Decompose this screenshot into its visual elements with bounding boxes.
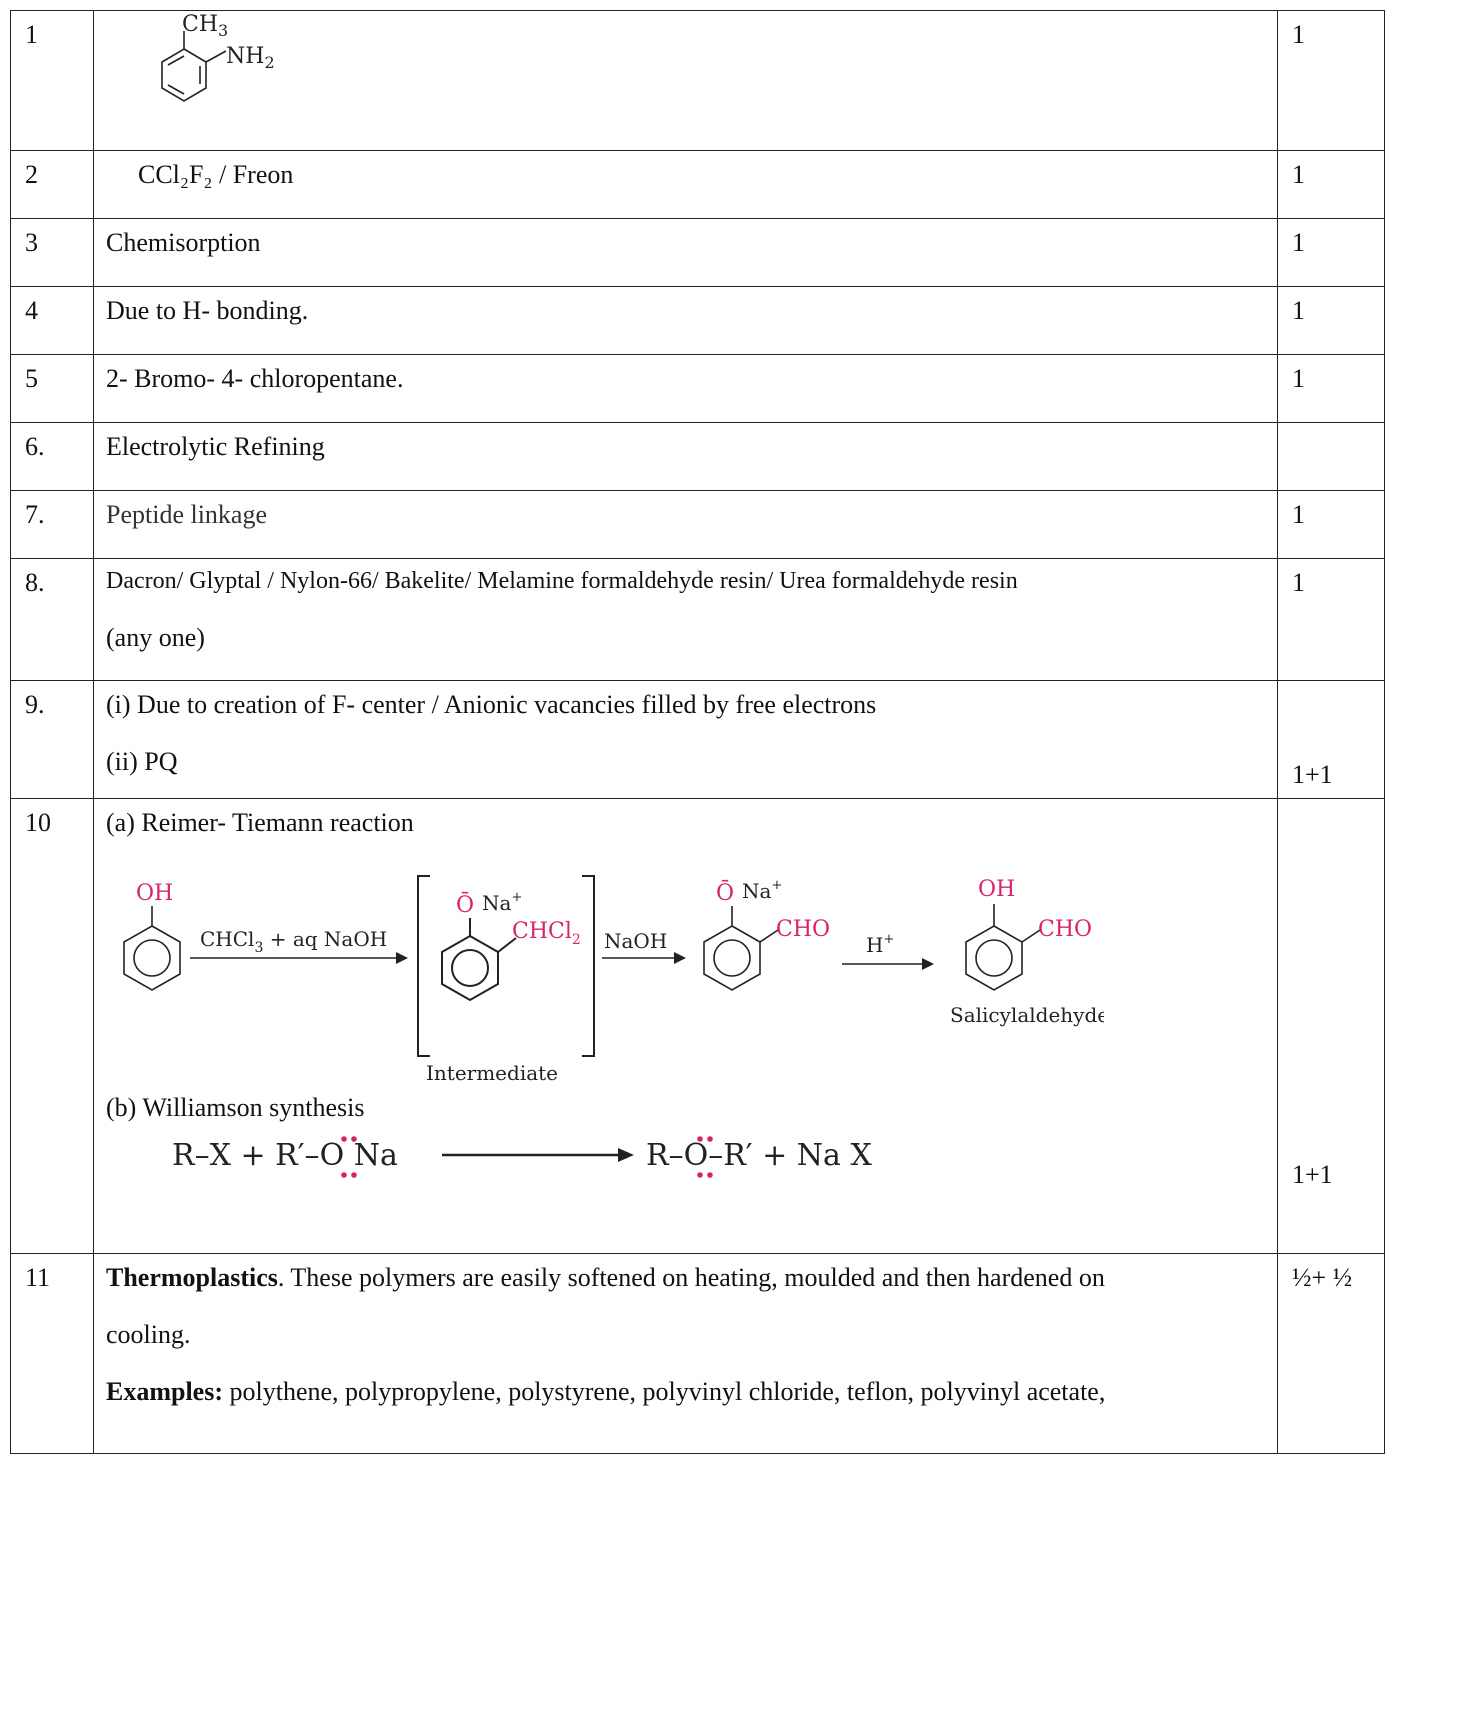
o-toluidine-structure: CH3 NH2 [161,12,275,102]
question-number: 11 [10,1253,94,1454]
intermediate-label: Intermediate [426,1061,558,1085]
oh-label: OH [136,881,173,906]
question-number: 8. [10,558,94,681]
table-row: 5 2- Bromo- 4- chloropentane. 1 [10,354,1385,423]
question-number: 1 [10,10,94,151]
answer-text: Electrolytic Refining [93,422,1278,491]
table-row: 10 (a) Reimer- Tiemann reaction OH CHCl3… [10,798,1385,1254]
marks: 1 [1277,10,1385,151]
svg-text:CH3: CH3 [182,13,228,40]
marks: 1 [1277,218,1385,287]
answer-cell: Dacron/ Glyptal / Nylon-66/ Bakelite/ Me… [93,558,1278,681]
chcl2-label: CHCl2 [512,919,581,948]
svg-text:Ō: Ō [716,879,734,906]
table-row: 9. (i) Due to creation of F- center / An… [10,680,1385,799]
marks: 1+1 [1277,798,1385,1254]
svg-text:R–X + R′–O Na: R–X + R′–O Na [172,1138,398,1173]
marks: 1 [1277,286,1385,355]
thermoplastics-label: Thermoplastics [106,1263,278,1292]
table-row: 2 CCl₂F₂ / Freon 1 [10,150,1385,219]
reagent-label: CHCl3 + aq NaOH [200,927,387,956]
svg-text:CHO: CHO [1038,917,1092,942]
reimer-tiemann-scheme: OH CHCl3 + aq NaOH Ō Na+ CHCl2 Intermedi [123,875,1104,1085]
svg-text:OH: OH [978,877,1015,902]
answer-text: Due to H- bonding. [93,286,1278,355]
answer-cell: CH3 NH2 [93,10,1278,151]
marks: ½+ ½ [1277,1253,1385,1454]
h-plus-label: H+ [866,932,894,957]
table-row: 11 Thermoplastics. These polymers are ea… [10,1253,1385,1454]
table-row: 3 Chemisorption 1 [10,218,1385,287]
marks: 1 [1277,558,1385,681]
question-number: 4 [10,286,94,355]
williamson-equation: R–X + R′–O Na R–O–R′ + Na X [172,1136,872,1179]
question-number: 10 [10,798,94,1254]
question-number: 3 [10,218,94,287]
answer-text: CCl₂F₂ / Freon [93,150,1278,219]
answer-text: Peptide linkage [93,490,1278,559]
svg-text:Na+: Na+ [482,890,522,915]
salicylaldehyde-label: Salicylaldehyde [950,1003,1104,1027]
answer-key-table: 1 CH3 NH2 1 2 CCl₂F₂ / Freon 1 3 C [10,10,1385,1454]
answer-line-i: (i) Due to creation of F- center / Anion… [106,690,877,719]
table-row: 7. Peptide linkage 1 [10,490,1385,559]
answer-note: (any one) [106,622,205,652]
question-number: 5 [10,354,94,423]
o-minus-label: Ō [456,891,474,918]
question-number: 2 [10,150,94,219]
examples-label: Examples: [106,1377,223,1407]
svg-text:R–O–R′ + Na X: R–O–R′ + Na X [646,1138,872,1173]
answer-text: 2- Bromo- 4- chloropentane. [93,354,1278,423]
answer-cell: (a) Reimer- Tiemann reaction OH CHCl3 + … [93,798,1278,1254]
answer-text: Chemisorption [93,218,1278,287]
marks: 1 [1277,150,1385,219]
marks [1277,422,1385,491]
question-number: 7. [10,490,94,559]
cho-label: CHO [776,917,830,942]
ch3-label: CH [182,13,218,37]
svg-text:Na+: Na+ [742,878,782,903]
answer-line-b: (b) Williamson synthesis [106,1093,365,1123]
answer-line-a: (a) Reimer- Tiemann reaction [106,808,414,837]
table-row: 6. Electrolytic Refining [10,422,1385,491]
svg-text:NH2: NH2 [226,44,275,72]
nh2-label: NH [226,44,264,69]
marks: 1 [1277,490,1385,559]
answer-cell: Thermoplastics. These polymers are easil… [93,1253,1278,1454]
naoh-label: NaOH [604,929,667,953]
table-row: 4 Due to H- bonding. 1 [10,286,1385,355]
question-number: 9. [10,680,94,799]
answer-cell: (i) Due to creation of F- center / Anion… [93,680,1278,799]
marks: 1 [1277,354,1385,423]
answer-line-ii: (ii) PQ [106,747,178,777]
question-number: 6. [10,422,94,491]
answer-text: Dacron/ Glyptal / Nylon-66/ Bakelite/ Me… [106,568,1018,594]
table-row: 1 CH3 NH2 1 [10,10,1385,151]
marks: 1+1 [1277,680,1385,799]
table-row: 8. Dacron/ Glyptal / Nylon-66/ Bakelite/… [10,558,1385,681]
